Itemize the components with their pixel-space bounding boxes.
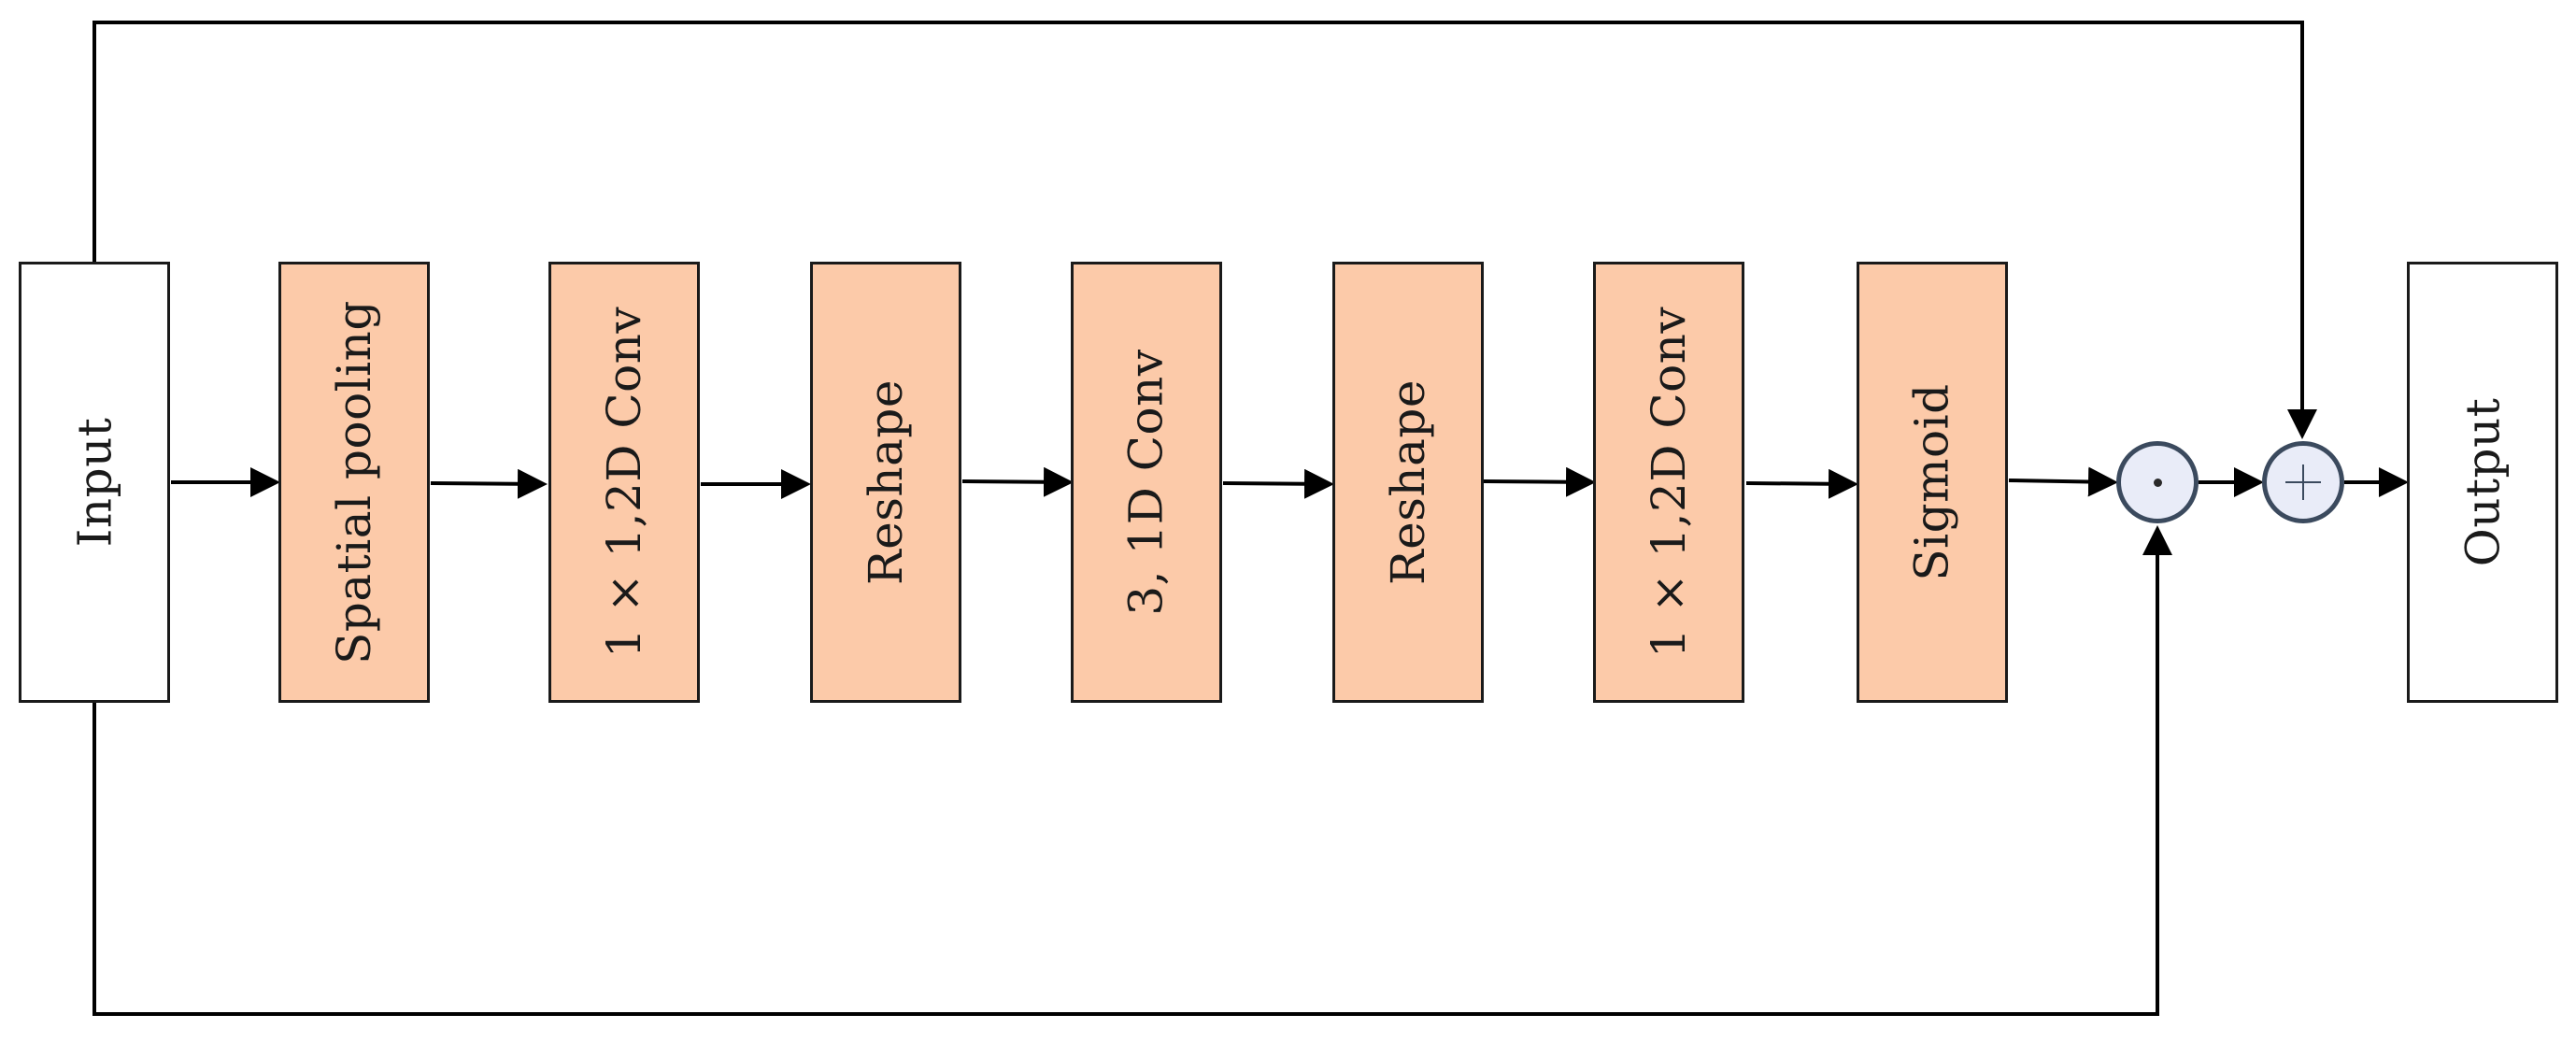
spatial-pooling-label: Spatial pooling [327,300,382,664]
sigmoid-block: Sigmoid [1857,262,2008,703]
skip-connection-bottom [93,525,2172,1016]
sigmoid-label: Sigmoid [1905,383,1960,581]
arrow-reshape-1-to-conv1d [961,466,1074,497]
output-label: Output [2455,397,2510,567]
conv2d-1-block: 1 × 1,2D Conv [548,262,700,703]
arrow-reshape-2-to-conv2d-2 [1483,466,1596,497]
reshape-2-block: Reshape [1332,262,1484,703]
skip-connection-top [93,21,2317,439]
arrow-conv2d-2-to-sigmoid [1745,468,1858,499]
reshape-1-block: Reshape [810,262,961,703]
multiply-operator-icon [2116,441,2199,523]
conv1d-label: 3, 1D Conv [1119,349,1174,616]
dot-product-icon [2153,478,2162,487]
conv1d-block: 3, 1D Conv [1071,262,1222,703]
reshape-1-label: Reshape [859,379,914,586]
output-block: Output [2407,262,2558,703]
add-operator-icon [2262,441,2344,523]
input-label: Input [66,417,121,548]
arrow-sigmoid-to-multiply [2008,466,2118,497]
arrow-conv1d-to-reshape-2 [1222,468,1334,499]
conv2d-1-label: 1 × 1,2D Conv [597,306,651,659]
conv2d-2-block: 1 × 1,2D Conv [1593,262,1744,703]
spatial-pooling-block: Spatial pooling [278,262,430,703]
input-block: Input [19,262,170,703]
arrow-spatial-pooling-to-conv2d-1 [430,468,548,499]
conv2d-2-label: 1 × 1,2D Conv [1642,306,1696,659]
plus-vertical-stroke [2302,464,2304,500]
reshape-2-label: Reshape [1381,379,1436,586]
